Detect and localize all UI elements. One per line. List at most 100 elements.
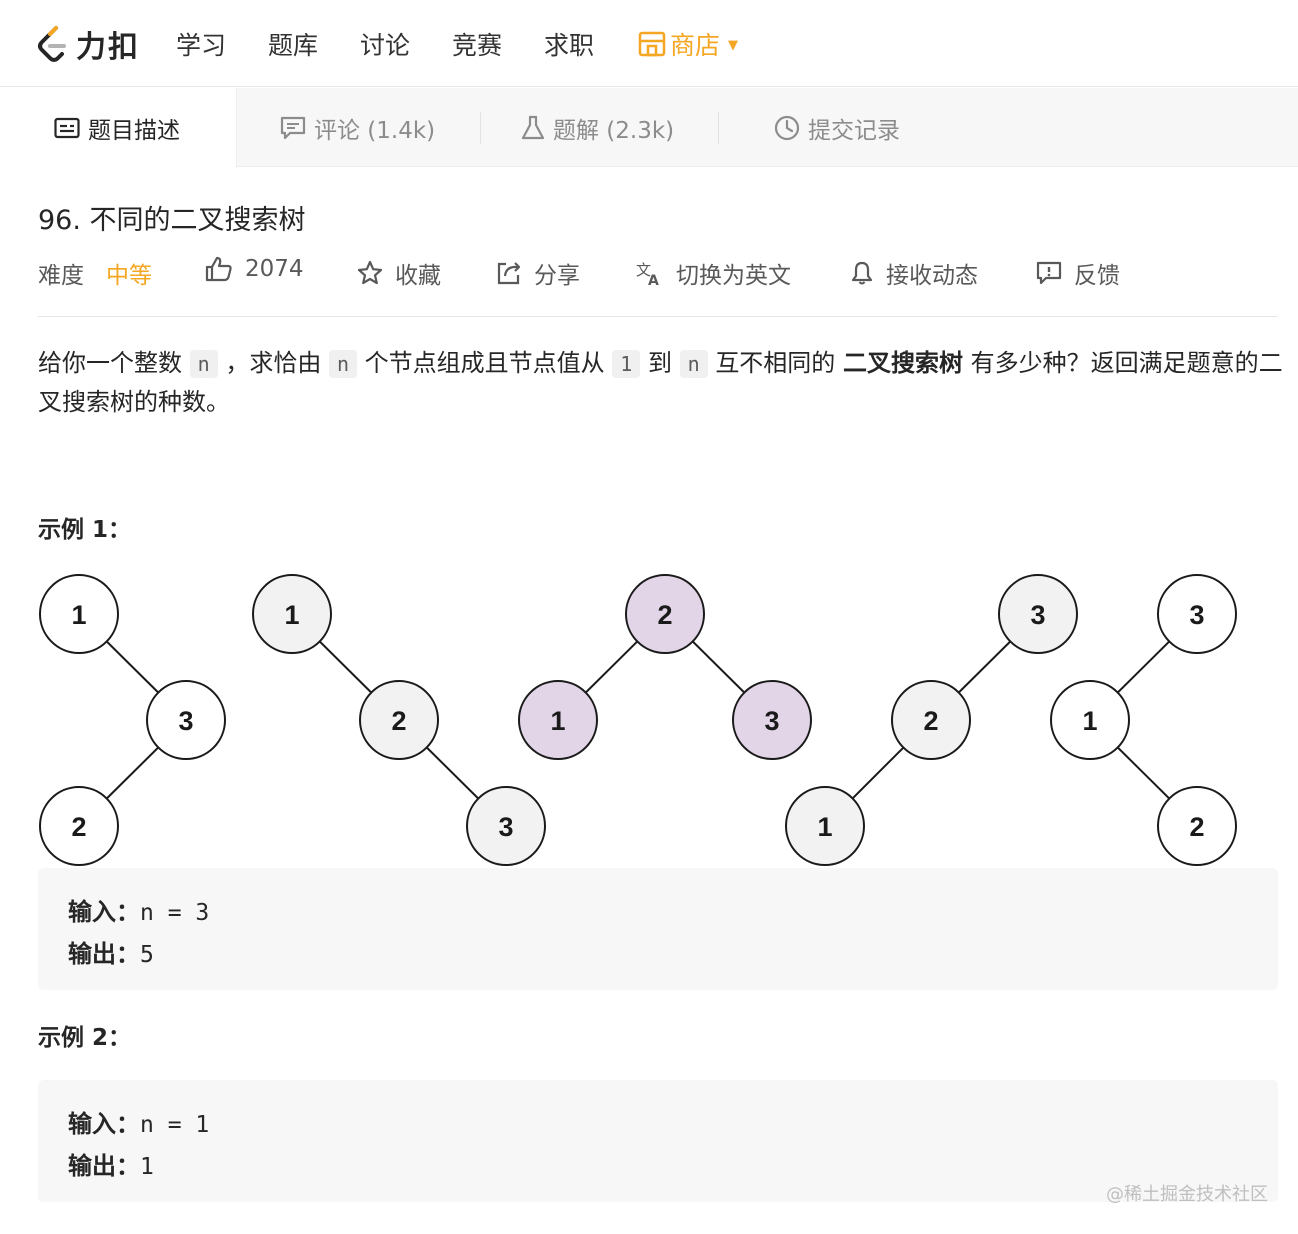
favorite-button[interactable]: 收藏 xyxy=(357,256,441,290)
output-value: 5 xyxy=(140,942,154,968)
tree-node xyxy=(1157,574,1237,654)
leetcode-logo-icon xyxy=(38,26,66,62)
tree-node-label: 1 xyxy=(817,812,832,842)
tree-node xyxy=(146,680,226,760)
nav-contest[interactable]: 竞赛 xyxy=(452,31,503,60)
like-count: 2074 xyxy=(245,256,304,282)
inline-code: n xyxy=(189,350,218,378)
nav-learn[interactable]: 学习 xyxy=(176,31,227,60)
watermark: @稀土掘金技术社区 xyxy=(1106,1184,1268,1205)
svg-text:A: A xyxy=(648,273,659,286)
top-navbar: 力扣 学习 题库 讨论 竞赛 求职 商店 ▼ xyxy=(0,0,1298,87)
switch-language-label: 切换为英文 xyxy=(676,263,791,289)
description-text: 到 xyxy=(647,349,672,377)
bell-icon xyxy=(851,261,873,285)
tree-node xyxy=(998,574,1078,654)
input-value: n = 1 xyxy=(140,1112,210,1138)
store-icon xyxy=(638,31,666,57)
tab-separator xyxy=(480,112,481,144)
tree-node-label: 2 xyxy=(1189,812,1204,842)
difficulty-label: 难度 xyxy=(38,263,84,289)
tree-node xyxy=(39,574,119,654)
nav-problemset[interactable]: 题库 xyxy=(268,31,319,60)
nav-store-label: 商店 xyxy=(670,31,721,60)
problem-title: 96. 不同的二叉搜索树 xyxy=(38,205,306,236)
tree-node xyxy=(1050,680,1130,760)
tree-node-label: 1 xyxy=(71,600,86,630)
tree-node-label: 3 xyxy=(1189,600,1204,630)
tab-description[interactable]: 题目描述 xyxy=(0,88,237,168)
feedback-icon xyxy=(1036,261,1062,285)
tab-submissions[interactable]: 提交记录 xyxy=(774,88,900,167)
feedback-button[interactable]: 反馈 xyxy=(1036,256,1120,290)
divider xyxy=(38,316,1278,317)
tree-node-label: 3 xyxy=(1030,600,1045,630)
clock-icon xyxy=(774,115,800,140)
nav-discuss[interactable]: 讨论 xyxy=(360,31,411,60)
input-label: 输入： xyxy=(68,1111,140,1138)
tree-node-label: 2 xyxy=(657,600,672,630)
tree-node xyxy=(39,786,119,866)
chevron-down-icon: ▼ xyxy=(728,37,739,53)
input-value: n = 3 xyxy=(140,900,210,926)
subscribe-label: 接收动态 xyxy=(886,263,978,289)
tab-separator xyxy=(718,112,719,144)
tab-submissions-label: 提交记录 xyxy=(808,117,900,144)
example-2-output: 输出：1 xyxy=(68,1146,154,1181)
star-icon xyxy=(357,260,383,285)
example-2-title: 示例 2： xyxy=(38,1025,132,1051)
share-button[interactable]: 分享 xyxy=(496,256,580,290)
inline-code: n xyxy=(328,350,358,378)
tree-node xyxy=(732,680,812,760)
tree-node-label: 2 xyxy=(923,706,938,736)
nav-store[interactable]: 商店 ▼ xyxy=(638,26,738,62)
description-icon xyxy=(54,117,80,139)
translate-icon: 文 A xyxy=(636,261,659,286)
tree-node xyxy=(359,680,439,760)
comment-icon xyxy=(280,116,306,139)
tree-node xyxy=(252,574,332,654)
output-label: 输出： xyxy=(68,941,140,968)
svg-text:文: 文 xyxy=(636,261,651,279)
tree-node xyxy=(1157,786,1237,866)
switch-language-button[interactable]: 文 A 切换为英文 xyxy=(636,256,791,290)
tree-node xyxy=(518,680,598,760)
tab-comments[interactable]: 评论 (1.4k) xyxy=(280,88,435,167)
share-label: 分享 xyxy=(534,263,580,289)
tree-node-label: 3 xyxy=(498,812,513,842)
tree-node-label: 1 xyxy=(284,600,299,630)
tree-node xyxy=(466,786,546,866)
flask-icon xyxy=(521,115,545,139)
tree-node xyxy=(785,786,865,866)
tab-solutions-label: 题解 (2.3k) xyxy=(553,117,675,144)
example-2-input: 输入：n = 1 xyxy=(68,1104,209,1139)
difficulty-value: 中等 xyxy=(106,263,152,289)
like-button[interactable]: 2074 xyxy=(205,256,304,282)
difficulty: 难度 中等 xyxy=(38,256,152,290)
inline-code: 1 xyxy=(612,350,641,378)
tab-comments-label: 评论 (1.4k) xyxy=(314,117,436,144)
example-1-output: 输出：5 xyxy=(68,934,154,969)
problem-tabbar: 题目描述 评论 (1.4k) 题解 (2.3k) 提交记录 xyxy=(0,88,1298,168)
tree-node-label: 3 xyxy=(178,706,193,736)
leetcode-logo[interactable]: 力扣 xyxy=(36,22,140,66)
output-label: 输出： xyxy=(68,1153,140,1180)
description-text: 给你一个整数 xyxy=(38,349,182,377)
tree-node-label: 2 xyxy=(391,706,406,736)
tree-node-label: 2 xyxy=(71,812,86,842)
description-text: 有多少种？返回满足题意的二叉搜索树的种数。 xyxy=(38,349,1283,416)
tree-node xyxy=(891,680,971,760)
tab-solutions[interactable]: 题解 (2.3k) xyxy=(521,88,674,167)
example-1-title: 示例 1： xyxy=(38,517,132,543)
example-2-codeblock: 输入：n = 1 输出：1 xyxy=(38,1080,1278,1202)
nav-jobs[interactable]: 求职 xyxy=(544,31,595,60)
subscribe-button[interactable]: 接收动态 xyxy=(850,256,978,290)
feedback-label: 反馈 xyxy=(1074,263,1120,289)
tree-node-label: 1 xyxy=(1082,706,1097,736)
tree-node xyxy=(625,574,705,654)
favorite-label: 收藏 xyxy=(395,263,441,289)
problem-description: 给你一个整数 n ，求恰由 n 个节点组成且节点值从 1 到 n 互不相同的 二… xyxy=(38,344,1283,421)
logo-text: 力扣 xyxy=(76,30,140,65)
share-icon xyxy=(497,262,521,285)
